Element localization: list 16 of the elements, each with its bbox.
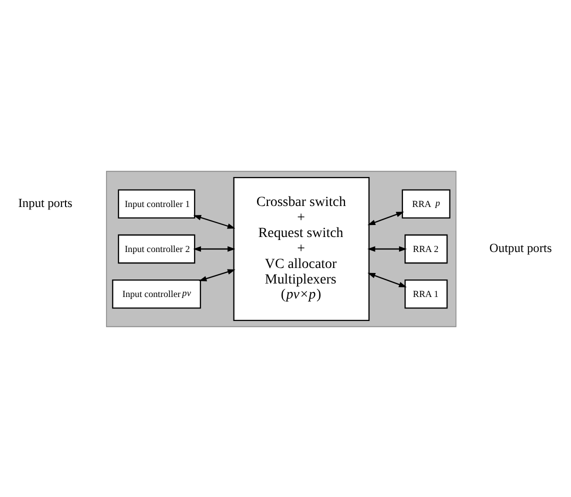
arrow	[367, 246, 407, 252]
node-box: Crossbar switch + Request switch + VC allocator Multiplexers (pv×p)	[233, 176, 370, 321]
node-box: RRA 1	[404, 278, 448, 308]
label: Output ports	[489, 240, 552, 254]
cluster	[106, 170, 456, 327]
arrow	[368, 211, 404, 225]
arrow	[193, 214, 236, 228]
arrow	[368, 272, 407, 287]
node-box: RRA 2	[404, 234, 448, 264]
arrow	[198, 268, 236, 281]
node-box: Input controller pv	[112, 278, 202, 308]
label: Input ports	[18, 195, 72, 210]
node-box: RRA p	[402, 188, 450, 218]
node-box: Input controller 2	[118, 234, 196, 264]
arrow	[193, 246, 236, 252]
node-box: Input controller 1	[118, 188, 196, 218]
